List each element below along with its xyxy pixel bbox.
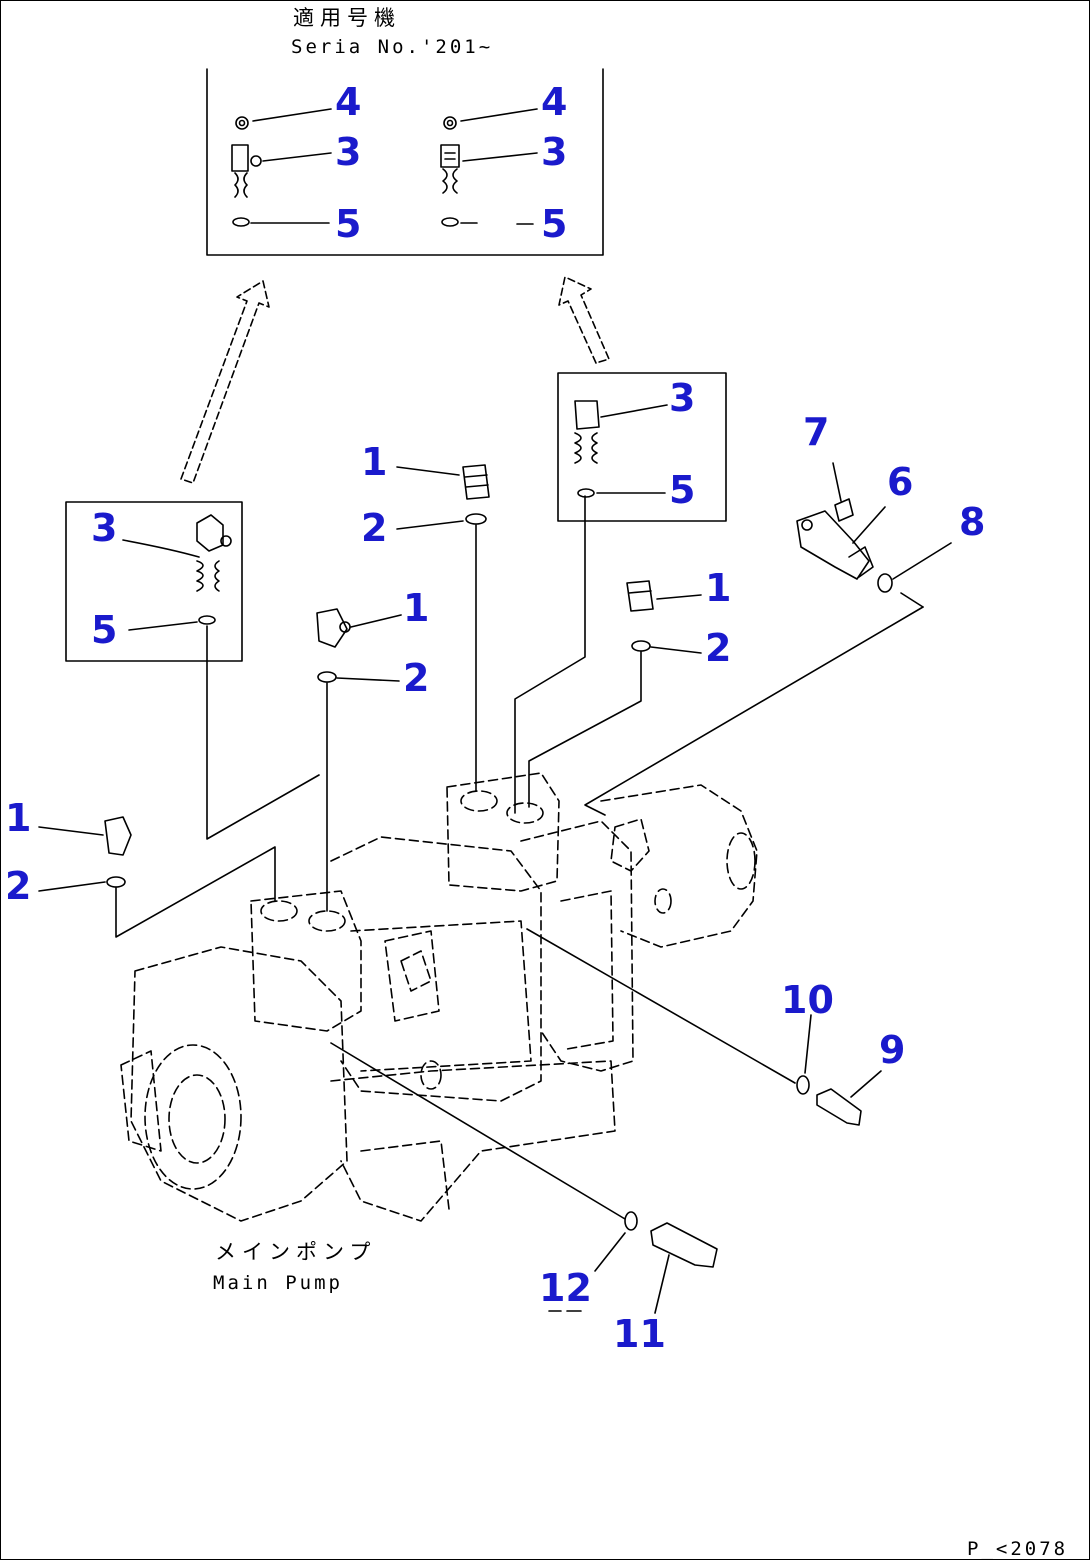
box-left bbox=[65, 501, 243, 662]
callout-8: 8 bbox=[959, 500, 985, 544]
box-center-parts bbox=[574, 400, 668, 498]
callout-c-2: 2 bbox=[705, 626, 731, 670]
callout-a-2: 2 bbox=[361, 506, 387, 550]
drawing-code: P_<2078 bbox=[967, 1538, 1068, 1560]
serial-title-jp: 適用号機 bbox=[293, 6, 401, 30]
callout-12: 12 bbox=[539, 1266, 592, 1310]
upgrade-arrows bbox=[180, 276, 610, 484]
fitting-set-c bbox=[626, 580, 702, 654]
callout-inset-right-3: 3 bbox=[541, 130, 567, 174]
main-pump-body bbox=[120, 772, 758, 1222]
leader-lines bbox=[115, 495, 924, 1220]
callout-d-2: 2 bbox=[5, 864, 31, 908]
callout-c-1: 1 bbox=[705, 566, 731, 610]
fitting-set-b bbox=[316, 608, 402, 683]
sensor-assembly-6 bbox=[796, 462, 952, 593]
callout-b-1: 1 bbox=[403, 586, 429, 630]
callout-box-left-3: 3 bbox=[91, 506, 117, 550]
main-pump-caption-jp: メインポンプ bbox=[215, 1240, 376, 1264]
fitting-set-d bbox=[38, 816, 132, 892]
fitting-set-a bbox=[396, 464, 490, 530]
callout-inset-right-5: 5 bbox=[541, 202, 567, 246]
callout-numbers: 4 3 5 4 3 5 3 5 3 5 1 2 1 2 1 2 1 2 7 6 … bbox=[5, 80, 985, 1356]
callout-9: 9 bbox=[879, 1028, 905, 1072]
callout-d-1: 1 bbox=[5, 796, 31, 840]
inset-left-parts bbox=[231, 108, 332, 227]
callout-6: 6 bbox=[887, 460, 913, 504]
callout-inset-left-3: 3 bbox=[335, 130, 361, 174]
callout-b-2: 2 bbox=[403, 656, 429, 700]
callout-7: 7 bbox=[803, 410, 829, 454]
callout-10: 10 bbox=[781, 978, 834, 1022]
callout-box-left-5: 5 bbox=[91, 608, 117, 652]
inset-right-parts bbox=[440, 108, 538, 227]
box-left-parts bbox=[122, 514, 232, 631]
sensor-assembly-11 bbox=[548, 1211, 718, 1314]
serial-inset-frame bbox=[206, 68, 604, 256]
callout-inset-left-5: 5 bbox=[335, 202, 361, 246]
serial-number-label: Seria No.'201~ bbox=[291, 36, 493, 58]
callout-a-1: 1 bbox=[361, 440, 387, 484]
callout-11: 11 bbox=[613, 1312, 666, 1356]
main-pump-caption-en: Main Pump bbox=[213, 1272, 343, 1294]
callout-box-center-3: 3 bbox=[669, 376, 695, 420]
callout-box-center-5: 5 bbox=[669, 468, 695, 512]
callout-inset-right-4: 4 bbox=[541, 80, 567, 124]
sensor-assembly-9 bbox=[796, 1014, 882, 1126]
box-center bbox=[557, 372, 727, 522]
callout-inset-left-4: 4 bbox=[335, 80, 361, 124]
